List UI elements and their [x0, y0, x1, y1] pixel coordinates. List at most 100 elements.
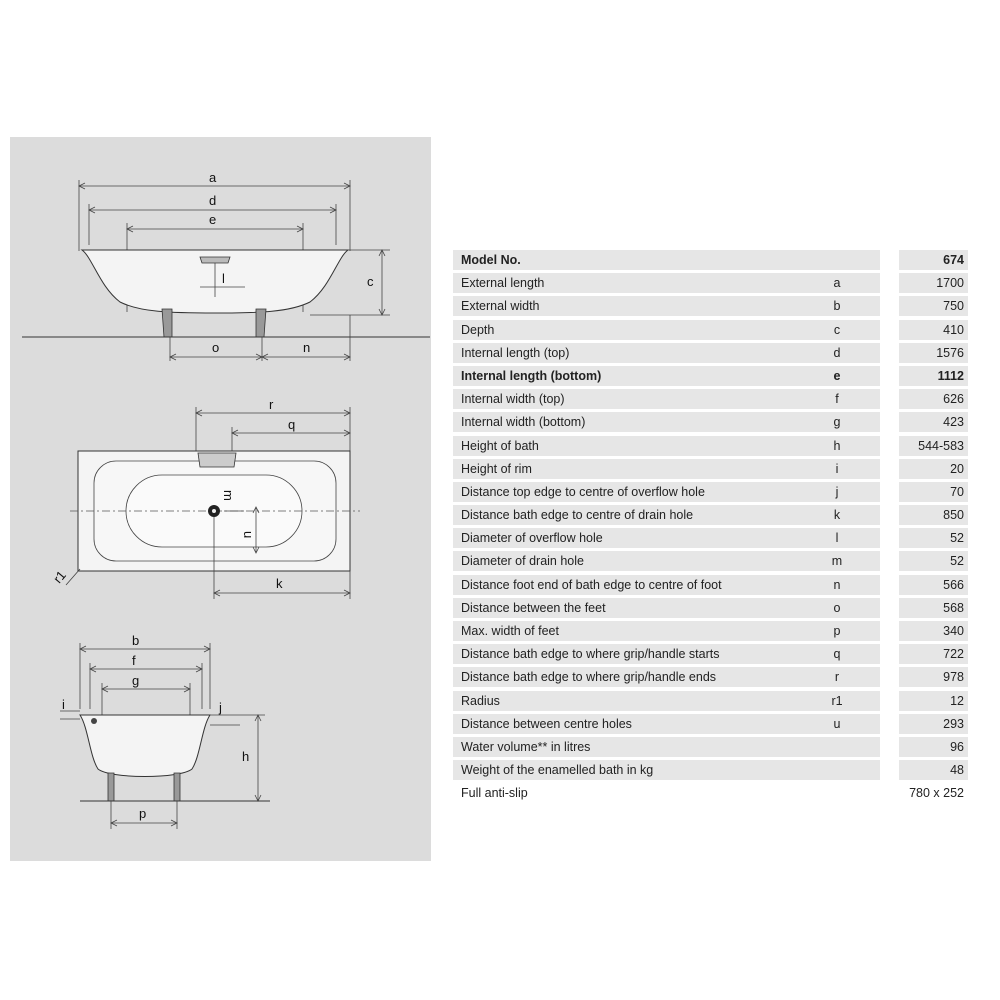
spec-value: 722 — [899, 644, 968, 665]
spec-value: 52 — [899, 551, 968, 572]
spec-symbol: l — [835, 531, 839, 546]
spec-value: 423 — [899, 412, 968, 433]
dim-o-label: o — [212, 340, 219, 355]
dim-e-label: e — [209, 212, 216, 227]
spec-value: 20 — [899, 458, 968, 479]
spec-value: 410 — [899, 319, 968, 340]
spec-label: Radius — [453, 690, 880, 711]
spec-value: 52 — [899, 528, 968, 549]
spec-label: Distance between centre holes — [453, 713, 880, 734]
spec-value: 48 — [899, 760, 968, 781]
dim-h-label: h — [242, 749, 249, 764]
spec-label: Distance bath edge to where grip/handle … — [453, 644, 880, 665]
spec-value: 566 — [899, 574, 968, 595]
spec-label: Distance top edge to centre of overflow … — [453, 481, 880, 502]
spec-label: External length — [453, 273, 880, 294]
spec-symbol: i — [835, 461, 839, 476]
dim-r1-label: r1 — [50, 568, 69, 586]
spec-symbol: e — [833, 368, 841, 383]
spec-value: 850 — [899, 505, 968, 526]
spec-symbol: h — [833, 438, 841, 453]
spec-value: 340 — [899, 621, 968, 641]
spec-symbol: c — [833, 322, 841, 337]
spec-symbol: f — [835, 392, 839, 407]
dim-r-label: r — [269, 397, 274, 412]
spec-symbol — [812, 783, 862, 803]
model-no-value: 674 — [899, 250, 968, 270]
spec-label: Height of bath — [453, 435, 880, 456]
spec-symbol: n — [833, 577, 841, 592]
spec-label: Distance bath edge to where grip/handle … — [453, 667, 880, 688]
spec-label: Depth — [453, 319, 880, 340]
bath-technical-drawing: a d e l — [22, 170, 430, 829]
spec-symbol — [812, 760, 862, 780]
spec-symbol: p — [833, 624, 841, 638]
dim-a-label: a — [209, 170, 217, 185]
spec-label: Full anti-slip — [461, 786, 528, 801]
dim-l-label: l — [222, 271, 225, 286]
spec-symbol: o — [833, 600, 841, 615]
table-row: Distance foot end of bath edge to centre… — [453, 574, 968, 595]
spec-label: Distance foot end of bath edge to centre… — [453, 574, 880, 595]
spec-value: 978 — [899, 667, 968, 688]
spec-symbol: u — [833, 716, 841, 731]
spec-symbol: d — [833, 345, 841, 360]
top-view: r q m u — [50, 397, 360, 599]
spec-symbol: m — [831, 554, 843, 569]
spec-label: Distance bath edge to centre of drain ho… — [453, 505, 880, 526]
spec-label: Internal length (bottom) — [453, 365, 880, 386]
spec-label: Height of rim — [453, 458, 880, 479]
spec-value: 1576 — [899, 342, 968, 363]
spec-label: External width — [453, 296, 880, 317]
spec-value: 780 x 252 — [909, 786, 964, 801]
spec-label: Max. width of feet — [453, 621, 880, 641]
dim-p-label: p — [139, 806, 146, 821]
spec-label: Diameter of drain hole — [453, 551, 880, 572]
spec-label: Weight of the enamelled bath in kg — [453, 760, 880, 781]
dim-f-label: f — [132, 653, 136, 668]
table-row: Full anti-slip 780 x 252 — [453, 783, 968, 803]
dim-j-label: j — [218, 700, 222, 715]
spec-symbol: b — [833, 299, 841, 314]
spec-value: 544-583 — [899, 435, 968, 456]
dim-b-label: b — [132, 633, 139, 648]
table-row: Internal width (bottom)g 423 — [453, 412, 968, 433]
spec-value: 1700 — [899, 273, 968, 294]
spec-symbol — [812, 737, 862, 757]
spec-label: Water volume** in litres — [453, 736, 880, 757]
dim-q-label: q — [288, 417, 295, 432]
spec-label: Internal length (top) — [453, 342, 880, 363]
table-row: Distance bath edge to where grip/handle … — [453, 667, 968, 688]
table-row: Distance bath edge to centre of drain ho… — [453, 505, 968, 526]
spec-value: 568 — [899, 597, 968, 618]
dim-d-label: d — [209, 193, 216, 208]
table-header-row: Model No. 674 — [453, 250, 968, 270]
dim-i-label: i — [62, 697, 65, 712]
spec-symbol: r — [834, 670, 840, 685]
table-row: Weight of the enamelled bath in kg 48 — [453, 760, 968, 781]
dim-c-label: c — [367, 274, 374, 289]
side-view: a d e l — [22, 170, 430, 361]
spec-value: 96 — [899, 736, 968, 757]
spec-value: 70 — [899, 481, 968, 502]
spec-symbol: r1 — [831, 693, 843, 708]
dim-m-label: m — [221, 490, 236, 501]
spec-label: Internal width (bottom) — [453, 412, 880, 433]
dim-k-label: k — [276, 576, 283, 591]
spec-symbol: g — [833, 415, 841, 430]
table-row: Distance bath edge to where grip/handle … — [453, 644, 968, 665]
spec-value: 12 — [899, 690, 968, 711]
spec-value: 1112 — [899, 365, 968, 386]
spec-label: Distance between the feet — [453, 597, 880, 618]
spec-label: Internal width (top) — [453, 389, 880, 410]
